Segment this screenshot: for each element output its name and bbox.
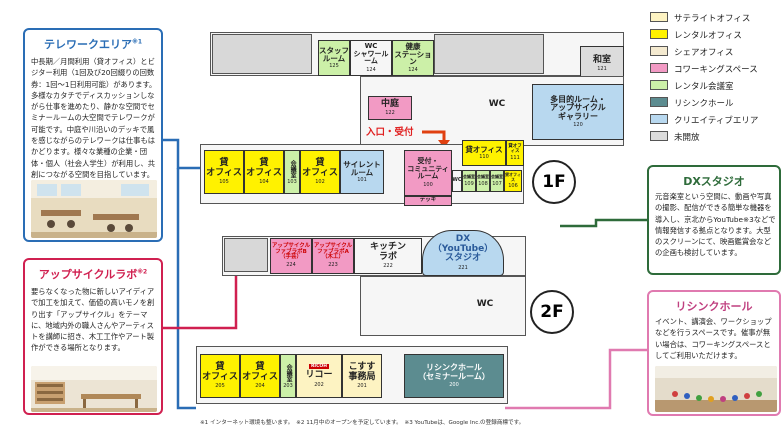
f1-office-104: 貸 オフィス 104 (244, 150, 284, 194)
f1-office-111: 貸オフィス 111 (506, 140, 524, 166)
f2-kitchen-lab: キッチン ラボ 222 (354, 238, 422, 274)
ricoh-logo: RICOH (308, 364, 330, 370)
telework-title: テレワークエリア※1 (43, 38, 142, 51)
f2-meeting-203: 会議室 203 (280, 354, 296, 398)
rethink-title: リシンクホール (675, 300, 753, 313)
f2-rethink-hall: リシンクホール （セミナールーム） 200 (404, 354, 504, 398)
legend-label-1: レンタルオフィス (674, 31, 742, 41)
floor-1f-label: 1F (532, 160, 576, 204)
legend-swatch-1 (650, 29, 668, 39)
legend: サテライトオフィス レンタルオフィス シェアオフィス コワーキングスペース レン… (650, 12, 780, 152)
telework-sup: ※1 (131, 38, 142, 46)
legend-swatch-2 (650, 46, 668, 56)
f1-office-106: 貸オフィス 106 (504, 170, 522, 192)
f1-reception: 受付・ コミュニティ ルーム 100 (404, 150, 452, 196)
rethink-panel: リシンクホール イベント、講演会、ワークショップなどを行うスペースです。催事が無… (647, 290, 781, 416)
f1-courtyard: 中庭 122 (368, 96, 412, 120)
telework-panel: テレワークエリア※1 中長期／月間利用（貸オフィス）とビジター利用（1回及び20… (23, 28, 163, 242)
legend-label-6: クリエイティブエリア (674, 116, 759, 126)
floor-2f-label: 2F (530, 290, 574, 334)
dx-text: 元音楽室という空間に、動画や写真の撮影、配信ができる簡単な機器を導入し、京北から… (655, 192, 776, 258)
f2-top-left-block (224, 238, 268, 272)
f1-meeting-107: 会議室 107 (490, 170, 504, 192)
upcycle-panel: アップサイクルラボ※2 要らなくなった物に新しいアイディアで加工を加えて、価値の… (23, 258, 163, 415)
legend-swatch-6 (650, 114, 668, 124)
f2-wc: WC (460, 290, 510, 320)
f2-dx-studio: DX （YouTube） スタジオ 221 (422, 230, 504, 276)
dx-connector (560, 218, 647, 228)
upcycle-sup: ※2 (137, 268, 148, 276)
legend-swatch-7 (650, 131, 668, 141)
f2-fablab-a: アップサイクル ファブラボA （木工） 223 (312, 238, 354, 274)
f1-office-110: 貸オフィス 110 (462, 140, 506, 166)
rethink-photo (655, 366, 777, 412)
dx-panel: DXスタジオ 元音楽室という空間に、動画や写真の撮影、配信ができる簡単な機器を導… (647, 165, 781, 275)
rethink-text: イベント、講演会、ワークショップなどを行うスペースです。催事が無い場合は、コワー… (655, 317, 772, 360)
f2-office-204: 貸 オフィス 204 (240, 354, 280, 398)
legend-label-3: コワーキングスペース (674, 65, 758, 75)
upcycle-text: 要らなくなった物に新しいアイディアで加工を加えて、価値の高いモノを創り出す「アッ… (31, 287, 155, 353)
legend-label-5: リシンクホール (674, 99, 734, 109)
entrance-label: 入口・受付 (366, 127, 414, 138)
f2-kosusu-office: こすす 事務局 201 (342, 354, 382, 398)
f1-health-station: 健康 ステーション 124 (392, 40, 434, 76)
legend-label-0: サテライトオフィス (674, 14, 751, 24)
legend-swatch-5 (650, 97, 668, 107)
legend-label-2: シェアオフィス (674, 48, 734, 58)
f1-meeting-109: 会議室 109 (462, 170, 476, 192)
upcycle-connector (163, 262, 238, 330)
legend-swatch-0 (650, 12, 668, 22)
upcycle-photo (31, 366, 157, 412)
legend-label-7: 未開放 (674, 133, 700, 143)
telework-connector-2f (176, 168, 196, 410)
f1-meeting-108: 会議室 108 (476, 170, 490, 192)
f1-staff-room: スタッフ ルーム 125 (318, 40, 350, 76)
f2-fablab-b: アップサイクル ファブラボB （手芸） 224 (270, 238, 312, 274)
f1-office-105: 貸 オフィス 105 (204, 150, 244, 194)
legend-swatch-3 (650, 63, 668, 73)
f1-wc-small: WC (452, 170, 462, 192)
legend-label-4: レンタル会議室 (674, 82, 734, 92)
f1-silent-room: サイレント ルーム 101 (340, 150, 384, 194)
f1-office-102: 貸 オフィス 102 (300, 150, 340, 194)
dx-title: DXスタジオ (683, 175, 745, 188)
f1-deck: デッキ (404, 196, 452, 206)
telework-text: 中長期／月間利用（貸オフィス）とビジター利用（1回及び20回綴りの回数券：1回～… (31, 57, 157, 179)
f1-top-mid-block (434, 34, 544, 74)
footnote: ※1 インターネット環境も整います。 ※2 11月中のオープンを予定しています。… (200, 420, 525, 426)
f1-wc-shower: WC シャワールーム 124 (350, 40, 392, 76)
telework-photo (31, 180, 157, 238)
f2-office-205: 貸 オフィス 205 (200, 354, 240, 398)
f1-wc: WC (470, 88, 524, 122)
f1-top-left-block (212, 34, 312, 74)
f1-meeting-103: 会議室 103 (284, 150, 300, 194)
upcycle-title: アップサイクルラボ※2 (38, 268, 148, 281)
rethink-connector (505, 348, 647, 410)
telework-connector (163, 138, 206, 170)
f1-gallery: 多目的ルーム・ アップサイクル ギャラリー 120 (532, 84, 624, 140)
f2-ricoh-202: RICOH リコー 202 (296, 354, 342, 398)
legend-swatch-4 (650, 80, 668, 90)
